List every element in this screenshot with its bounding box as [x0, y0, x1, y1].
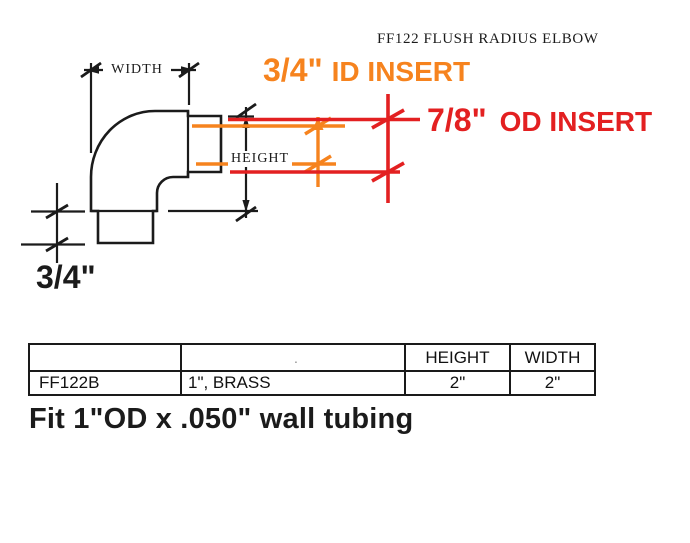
tick-slash-icon — [235, 205, 257, 223]
id-insert-dimension — [192, 116, 345, 187]
height-value-cell: 2" — [404, 370, 511, 396]
material-cell: 1", BRASS — [180, 370, 406, 396]
tick-slash-icon — [45, 203, 69, 220]
fit-note: Fit 1"OD x .050" wall tubing — [29, 403, 414, 435]
tick-slash-icon — [371, 161, 405, 183]
technical-drawing — [21, 61, 420, 263]
spec-table-header-empty: . — [180, 343, 406, 372]
spec-table-header-width: WIDTH — [509, 343, 596, 372]
insert-length-label: 3/4" — [36, 259, 96, 295]
width-value-cell: 2" — [509, 370, 596, 396]
od-insert-text: OD INSERT — [499, 106, 653, 137]
tick-slash-icon — [371, 108, 405, 130]
arrowhead-down-icon — [242, 200, 250, 212]
od-insert-label: 7/8" OD INSERT — [427, 102, 652, 139]
od-insert-size: 7/8" — [427, 102, 487, 138]
spec-table: . HEIGHT WIDTH FF122B 1", BRASS 2" 2" — [28, 343, 596, 396]
elbow-outline — [89, 109, 223, 245]
width-dimension-label: WIDTH — [103, 62, 171, 78]
elbow-fitting — [89, 109, 223, 245]
od-insert-dimension — [228, 94, 420, 203]
tick-slash-icon — [45, 236, 69, 253]
id-insert-size: 3/4" — [263, 52, 323, 88]
spec-table-header-row: . HEIGHT WIDTH — [28, 343, 596, 372]
spec-table-data-row: FF122B 1", BRASS 2" 2" — [28, 370, 596, 396]
tick-slash-icon — [235, 102, 257, 120]
id-insert-text: ID INSERT — [331, 56, 471, 87]
tick-slash-icon — [178, 61, 200, 79]
model-cell: FF122B — [28, 370, 182, 396]
stray-mark: . — [294, 349, 298, 366]
spec-table-header-empty — [28, 343, 182, 372]
id-insert-label: 3/4" ID INSERT — [263, 52, 470, 89]
tick-slash-icon — [80, 61, 102, 79]
insert-length-dimension — [21, 183, 85, 263]
drawing-title: FF122 FLUSH RADIUS ELBOW — [377, 31, 599, 47]
spec-table-header-height: HEIGHT — [404, 343, 511, 372]
height-dimension-label: HEIGHT — [228, 151, 293, 167]
tick-slash-icon — [304, 154, 332, 174]
